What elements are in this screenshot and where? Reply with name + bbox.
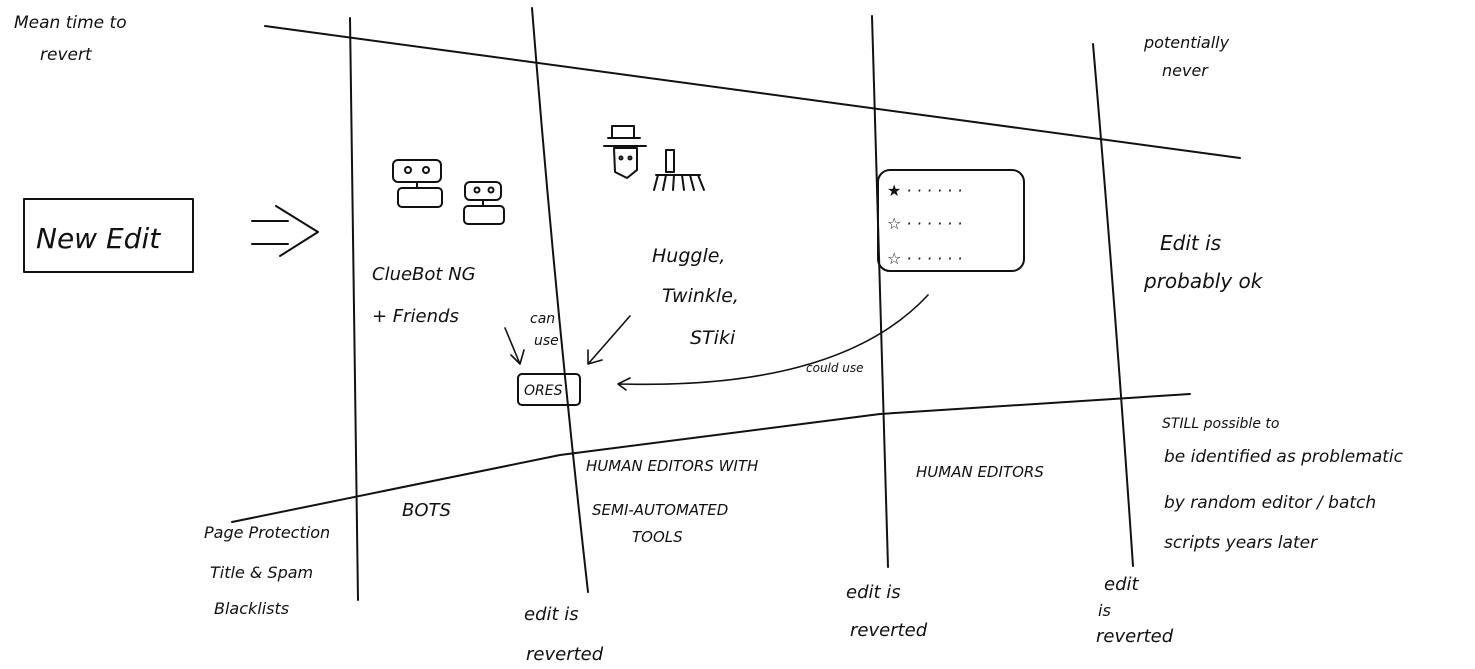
semi-tool-label-line-1: Huggle, [652,245,725,267]
page-protection-line-1: Page Protection [204,523,330,542]
bots-tool-label-line-1: ClueBot NG [372,264,476,285]
new-edit-label: New Edit [36,222,161,255]
top-right-label-line-1: potentially [1143,33,1230,52]
page-protection-line-3: Blacklists [214,599,289,618]
divider-line-2 [531,7,589,593]
outcome-human-line-3: reverted [1096,626,1174,647]
semi-tool-label-line-2: Twinkle, [662,285,739,307]
still-possible-line-3: by random editor / batch [1164,493,1376,513]
divider-line-4 [1092,43,1134,567]
y-axis-label-line-2: revert [40,45,93,65]
robot-icon [463,181,505,225]
ores-label: ORES [524,383,563,399]
star-list-icon: ★ · · · · · · ☆ · · · · · · ☆ · · · · · … [877,169,1025,272]
top-boundary-line [264,25,1241,159]
page-protection-line-2: Title & Spam [210,563,313,582]
can-use-arrow [504,327,525,365]
outcome-semi-line-1: edit is [846,582,901,603]
still-possible-line-1: STILL possible to [1162,416,1279,432]
outcome-human-line-2: is [1098,601,1111,620]
semi-title-line-3: TOOLS [632,528,683,546]
svg-text:☆ · · · · · ·: ☆ · · · · · · [887,214,962,233]
y-axis-label-line-1: Mean time to [14,13,127,33]
still-possible-line-4: scripts years later [1164,533,1318,553]
robot-icon [392,159,443,208]
could-use-arrow [617,294,929,391]
top-right-label-line-2: never [1162,61,1209,80]
bottom-boundary-line [231,393,1191,523]
tools-to-ores-arrow [587,315,631,365]
still-possible-line-2: be identified as problematic [1164,447,1404,467]
detective-hat-icon [603,125,647,179]
edit-probably-ok-line-2: probably ok [1143,269,1264,293]
new-edit-box [23,198,194,273]
semi-tool-label-line-3: STiki [690,327,736,349]
ores-box [517,373,581,406]
divider-line-3 [871,15,889,568]
svg-text:★ · · · · · ·: ★ · · · · · · [887,181,962,200]
bots-title: BOTS [402,500,451,521]
semi-title-line-1: HUMAN EDITORS WITH [586,457,758,475]
outcome-bots-line-2: reverted [526,644,604,665]
outcome-bots-line-1: edit is [524,604,579,625]
could-use-label: could use [806,361,864,375]
can-use-label-line-2: use [534,333,559,349]
outcome-human-line-1: edit [1104,574,1140,595]
bots-tool-label-line-2: + Friends [372,306,459,327]
broom-icon [653,149,705,191]
can-use-label-line-1: can [530,311,555,327]
edit-probably-ok-line-1: Edit is [1160,231,1221,255]
svg-text:☆ · · · · · ·: ☆ · · · · · · [887,249,962,268]
human-title: HUMAN EDITORS [916,463,1044,481]
semi-title-line-2: SEMI-AUTOMATED [592,501,728,519]
right-arrow-icon [251,205,319,257]
divider-line-1 [349,17,359,601]
outcome-semi-line-2: reverted [850,620,928,641]
